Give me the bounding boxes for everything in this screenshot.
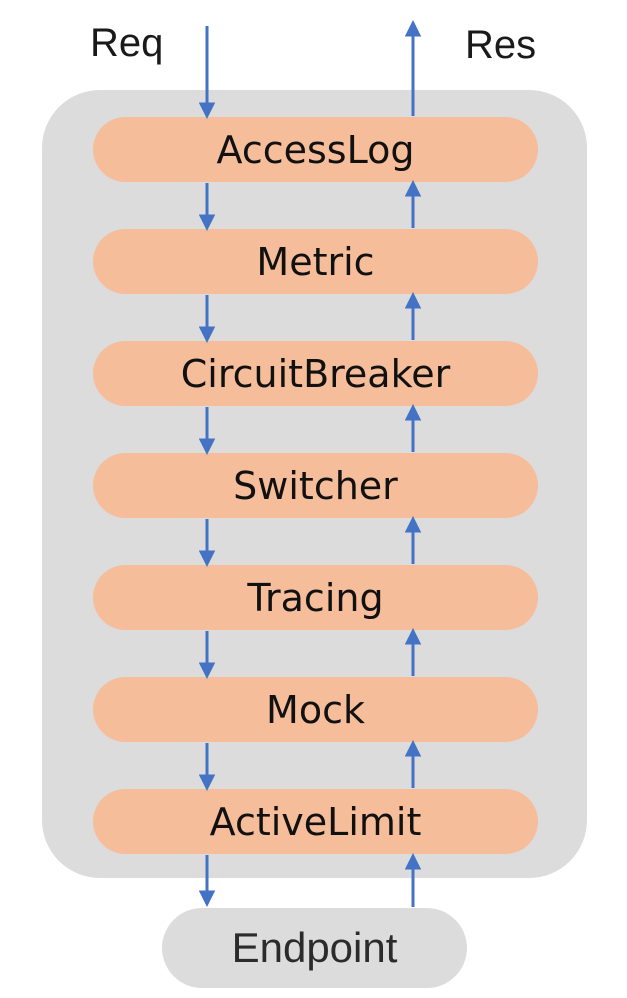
filter-pill-accesslog: AccessLog: [93, 117, 538, 182]
filter-pill-metric: Metric: [93, 229, 538, 294]
request-label: Req: [90, 21, 164, 65]
filter-pill-switcher: Switcher: [93, 453, 538, 518]
filter-pill-tracing: Tracing: [93, 565, 538, 630]
filter-pill-activelimit: ActiveLimit: [93, 789, 538, 854]
endpoint-node: Endpoint: [162, 908, 467, 988]
filter-pill-mock: Mock: [93, 677, 538, 742]
response-label: Res: [465, 23, 537, 67]
filter-pill-circuitbreaker: CircuitBreaker: [93, 341, 538, 406]
